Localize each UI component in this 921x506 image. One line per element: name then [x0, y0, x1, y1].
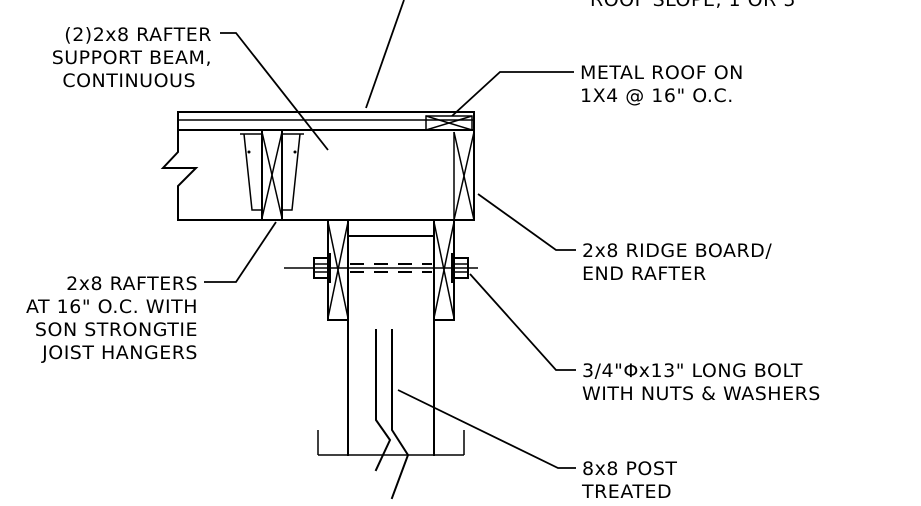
beam-label-line-3: CONTINUOUS [62, 70, 196, 92]
bolt-assembly [284, 253, 478, 283]
bolt-label-line-1: 3/4"Φx13" LONG BOLT [582, 360, 803, 382]
roof-slope-label: ROOF SLOPE, 1 OR 5 [590, 0, 796, 11]
post-label-line-2: TREATED [581, 481, 672, 503]
beam-assembly [160, 111, 475, 221]
rafters-label-line-3: SON STRONGTIE [35, 319, 198, 341]
post-assembly [317, 219, 465, 500]
beam-label-line-2: SUPPORT BEAM, [52, 47, 212, 69]
rafters-label-line-4: JOIST HANGERS [41, 342, 198, 364]
ridge-board-label-line-1: 2x8 RIDGE BOARD/ [582, 240, 772, 262]
post-label-line-1: 8x8 POST [582, 458, 678, 480]
beam-label-line-1: (2)2x8 RAFTER [64, 24, 212, 46]
rafters-label-line-2: AT 16" O.C. WITH [26, 296, 198, 318]
metal-roof-label-line-2: 1X4 @ 16" O.C. [580, 85, 734, 107]
rafters-label-line-1: 2x8 RAFTERS [66, 273, 198, 295]
ridge-board-label-line-2: END RAFTER [582, 263, 707, 285]
leader-lines [204, 0, 576, 469]
metal-roof-label-line-1: METAL ROOF ON [580, 62, 744, 84]
bolt-label-line-2: WITH NUTS & WASHERS [582, 383, 821, 405]
